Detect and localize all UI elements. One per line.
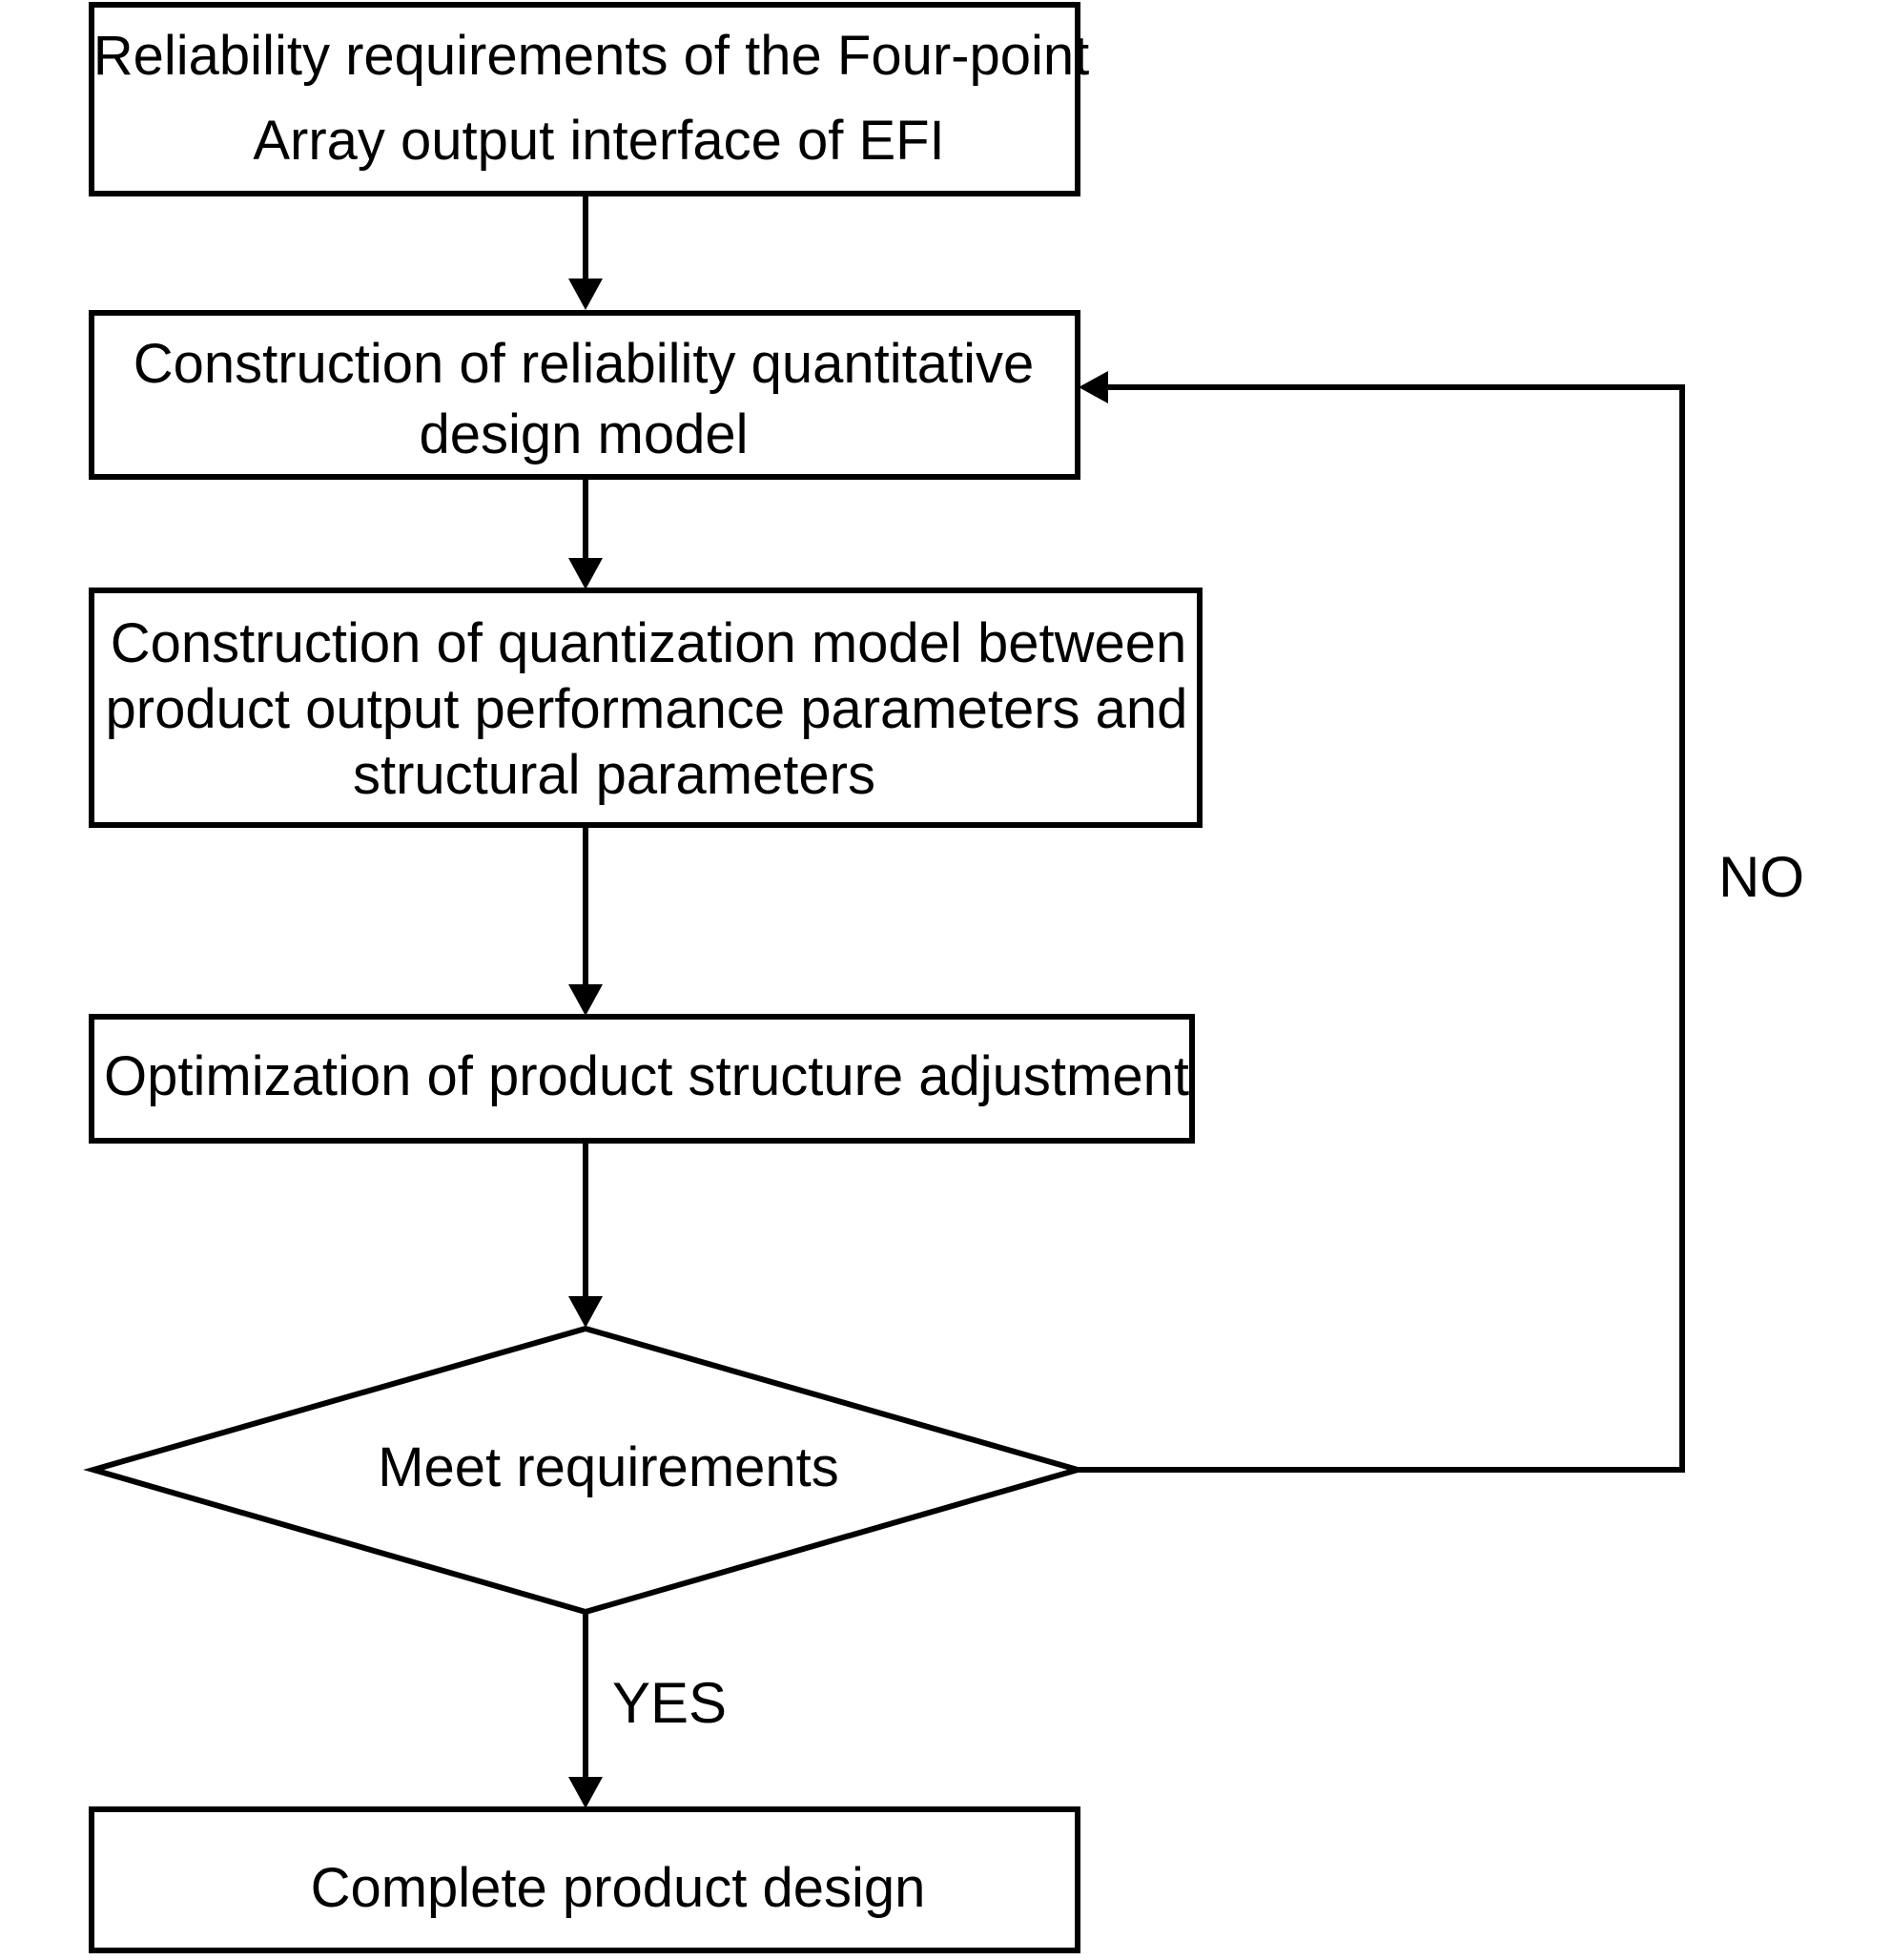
step-quantitative-design-model: Construction of reliability quantitative…	[89, 310, 1080, 480]
arrow-4-to-decision	[568, 1141, 603, 1328]
step-quantization-model: Construction of quantization model betwe…	[89, 588, 1203, 828]
step-reliability-requirements: Reliability requirements of the Four-poi…	[89, 2, 1089, 196]
step-label-line: Construction of quantization model betwe…	[111, 612, 1186, 674]
decision-label: Meet requirements	[378, 1436, 839, 1498]
arrow-3-to-4	[568, 825, 603, 1016]
step-box	[89, 1806, 1080, 1953]
step-complete-design: Complete product design	[89, 1806, 1080, 1953]
step-label-line: product output performance parameters an…	[106, 678, 1188, 740]
arrow-1-to-2	[568, 194, 603, 310]
decision-meet-requirements: Meet requirements	[83, 1325, 1088, 1616]
arrow-2-to-3	[568, 477, 603, 589]
edge-yes: YES	[568, 1612, 727, 1808]
edge-label-yes: YES	[612, 1671, 727, 1735]
edge-no-loop: NO	[1078, 371, 1804, 1473]
step-label-line: Construction of reliability quantitative	[134, 333, 1035, 395]
edge-label-no: NO	[1718, 845, 1804, 909]
step-label-line: structural parameters	[353, 744, 875, 806]
step-box	[89, 588, 1203, 828]
step-structure-optimization: Optimization of product structure adjust…	[89, 1014, 1195, 1144]
step-label-line: Optimization of product structure adjust…	[104, 1045, 1189, 1107]
step-box	[89, 1014, 1195, 1144]
step-label-line: Complete product design	[311, 1857, 926, 1919]
step-label-line: Array output interface of EFI	[253, 110, 944, 172]
step-label-line: Reliability requirements of the Four-poi…	[93, 25, 1089, 87]
step-label-line: design model	[420, 403, 749, 465]
